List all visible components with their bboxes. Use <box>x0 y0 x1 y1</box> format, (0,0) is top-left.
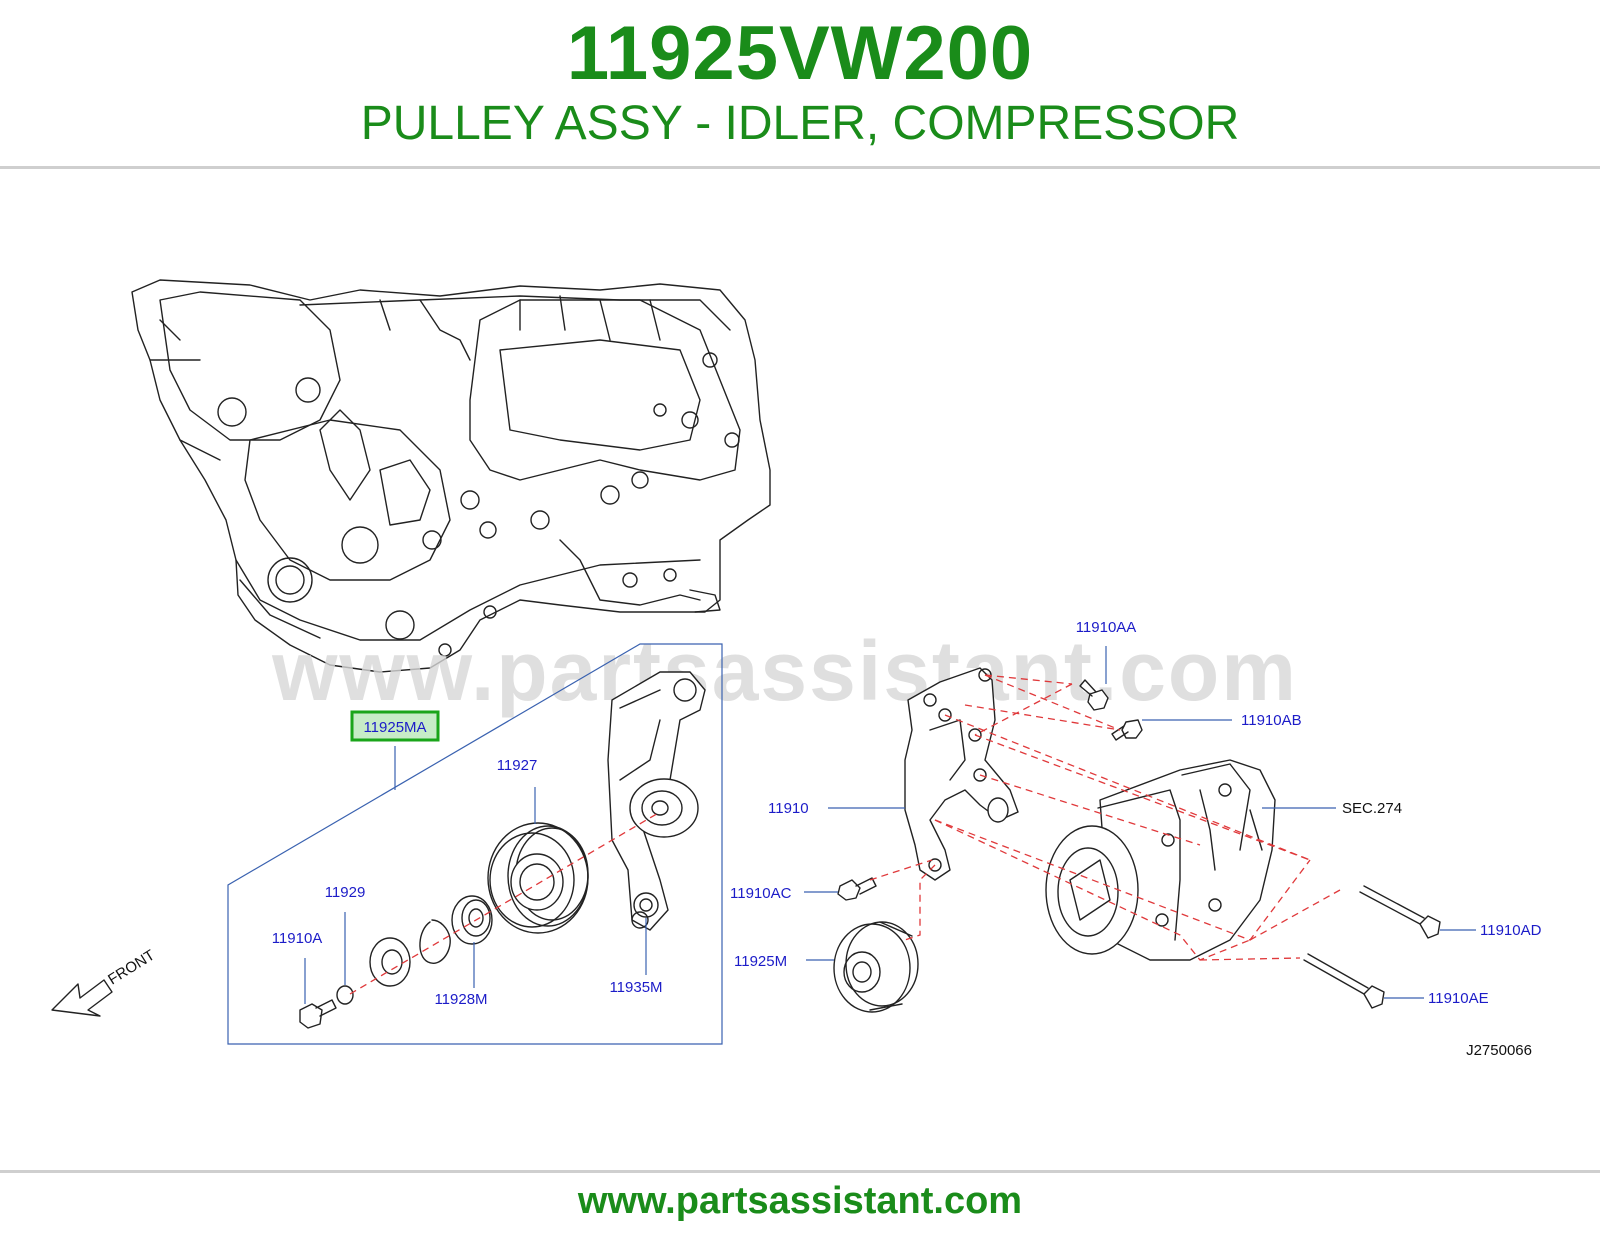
leader-lines <box>304 646 1476 1004</box>
part-description: PULLEY ASSY - IDLER, COMPRESSOR <box>360 97 1240 150</box>
ac-compressor-drawing <box>1045 759 1276 961</box>
front-arrow-icon <box>51 979 113 1017</box>
callout-11925M[interactable]: 11925M <box>734 953 787 970</box>
callout-11928M[interactable]: 11928M <box>434 991 487 1008</box>
callout-11910AA[interactable]: 11910AA <box>1076 619 1137 636</box>
callout-11910AC[interactable]: 11910AC <box>730 885 792 902</box>
callout-11925MA[interactable]: 11925MA <box>350 710 440 742</box>
callout-11910[interactable]: 11910 <box>768 800 809 817</box>
bolt-11910AC-drawing <box>837 877 877 901</box>
callout-11927[interactable]: 11927 <box>497 757 538 774</box>
assembly-dashed-lines <box>869 674 1341 961</box>
assembly-outline <box>227 643 723 1045</box>
cover-plate-drawing <box>369 937 411 987</box>
callout-11935M[interactable]: 11935M <box>609 979 662 996</box>
header-divider <box>0 166 1600 169</box>
svg-text:11925MA: 11925MA <box>363 719 426 736</box>
snap-ring-drawing <box>419 919 451 964</box>
washer-drawing <box>336 985 354 1005</box>
bolt-11910AD-drawing <box>1359 885 1441 939</box>
parts-diagram: .ln { fill:none; stroke:#222; stroke-wid… <box>51 279 1542 1059</box>
callout-11910AB[interactable]: 11910AB <box>1241 712 1302 729</box>
idler-pulley-drawing <box>487 822 589 934</box>
page-header: 11925VW200 PULLEY ASSY - IDLER, COMPRESS… <box>0 0 1600 168</box>
callout-11929[interactable]: 11929 <box>325 884 366 901</box>
callout-11910AE[interactable]: 11910AE <box>1428 990 1489 1007</box>
idler-bracket-drawing <box>607 671 706 931</box>
callout-sec274[interactable]: SEC.274 <box>1342 800 1402 817</box>
part-number-title: 11925VW200 <box>566 11 1034 96</box>
bolt-11910AA-drawing <box>1079 679 1109 711</box>
bolt-11910A-drawing <box>299 999 337 1029</box>
watermark: www.partsassistant.com <box>271 624 1298 718</box>
drawing-id: J2750066 <box>1466 1042 1532 1059</box>
footer-url-link[interactable]: www.partsassistant.com <box>577 1180 1023 1222</box>
callout-11910AD[interactable]: 11910AD <box>1480 922 1542 939</box>
bolt-11910AE-drawing <box>1303 953 1385 1009</box>
bearing-drawing <box>451 895 493 945</box>
callout-11910A[interactable]: 11910A <box>272 930 323 947</box>
bolt-11910AB-drawing <box>1111 719 1143 741</box>
engine-block-drawing <box>131 279 771 673</box>
idler-pulley-11925M-drawing <box>833 921 919 1013</box>
footer-divider <box>0 1170 1600 1173</box>
front-label: FRONT <box>105 947 158 989</box>
